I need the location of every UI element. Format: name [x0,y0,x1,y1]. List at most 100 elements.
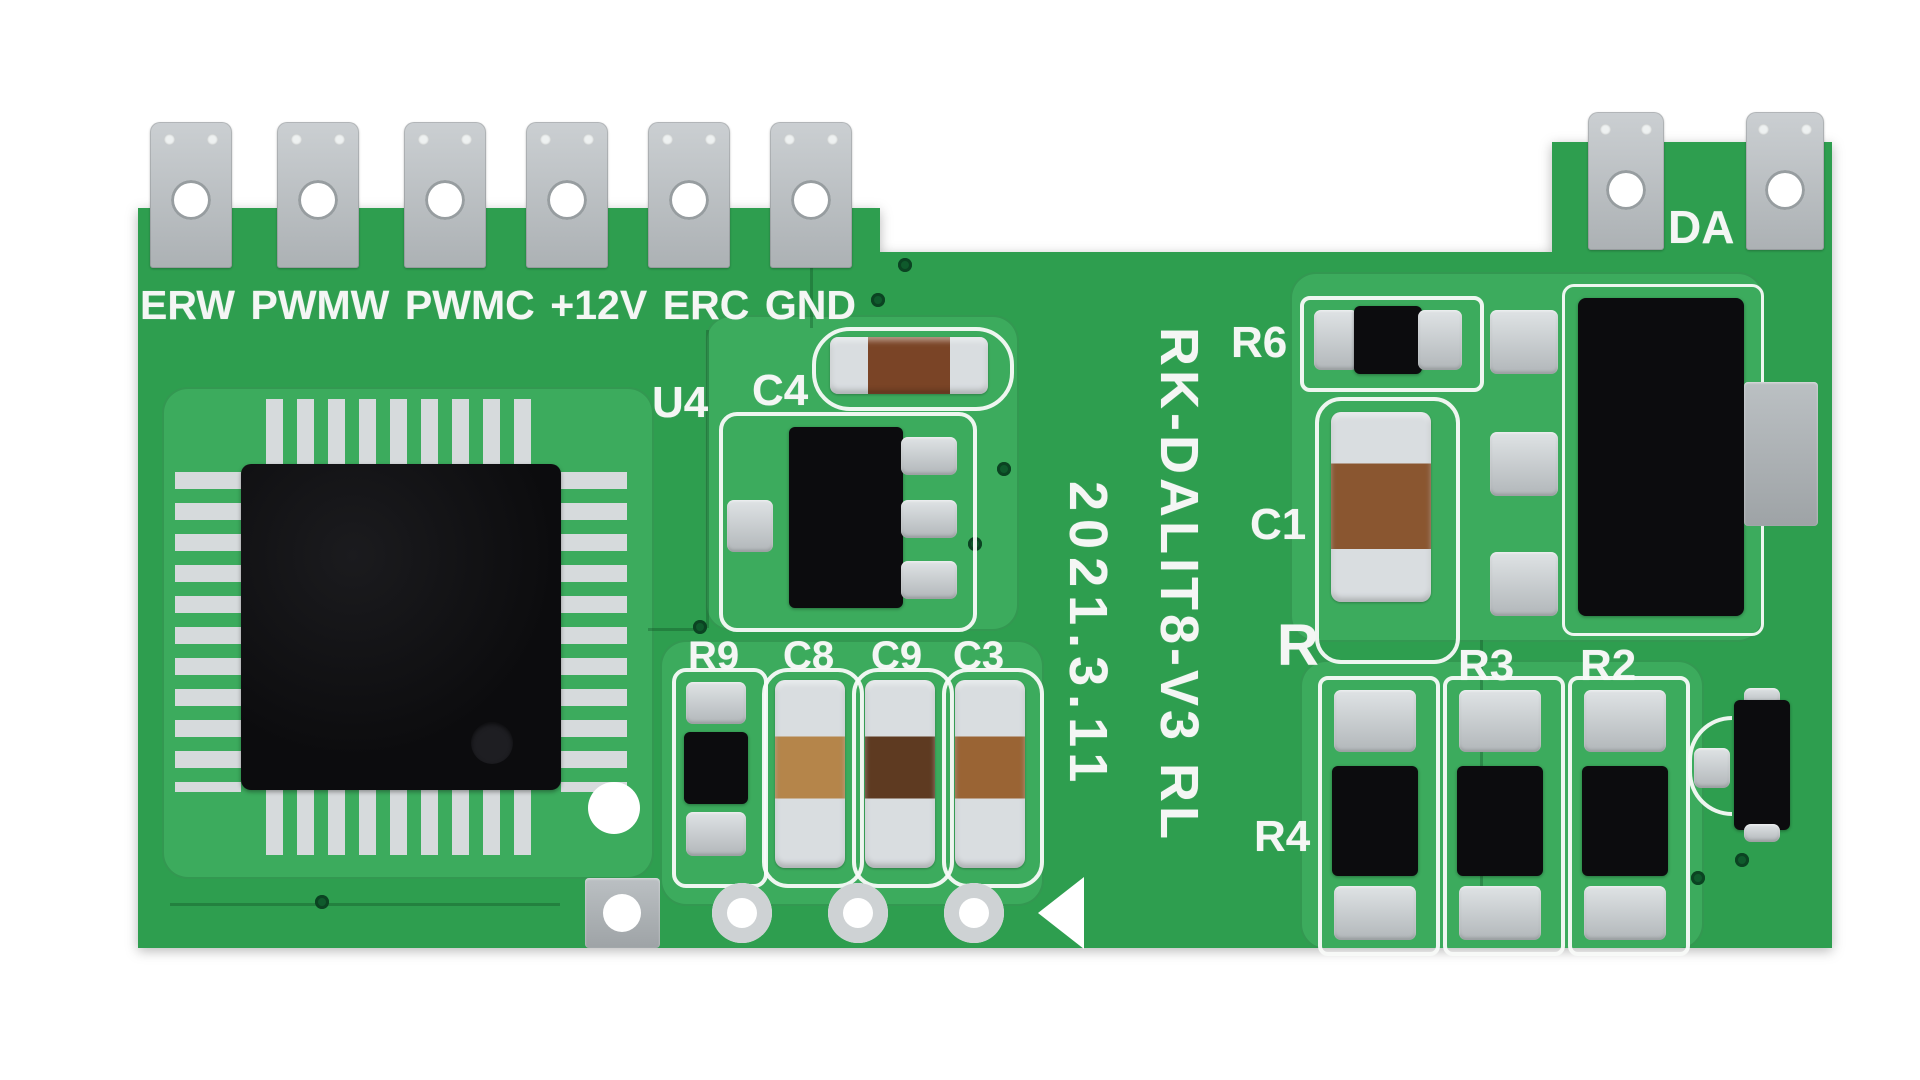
capacitor-c8 [775,680,845,868]
power-ic-pad-2 [1490,432,1558,496]
u4-pad-right-3 [901,561,957,599]
qfp-pin1-dot [471,722,513,764]
pad-hole-small [827,134,838,145]
refdes-r6: R6 [1231,318,1288,367]
plated-hole [712,883,772,943]
pad-hole-small [705,134,716,145]
u4-body [789,427,903,608]
refdes-c1: C1 [1250,500,1307,549]
silkscreen-outline-u4 [719,412,977,632]
small-component-body [1734,700,1790,830]
refdes-u4: U4 [652,378,709,427]
trace [810,268,813,328]
pad-hole-small [583,134,594,145]
silkscreen-date: 2021.3.11 [1058,481,1118,791]
trace [648,628,706,631]
qfp-pins-left [175,472,241,792]
mounting-hole [603,894,641,932]
fiducial-dot [588,782,640,834]
silkscreen-outline-c3 [942,668,1044,888]
r3-body [1457,766,1543,876]
silkscreen-outline-c9 [852,668,954,888]
pad-hole-small [784,134,795,145]
r9-pad-top [686,682,746,724]
trace [706,330,709,628]
qfp-ic-body [241,464,561,790]
connector-label-erw: ERW [140,282,235,328]
r6-pad-left [1314,310,1358,370]
silkscreen-outline-r3 [1443,676,1565,956]
silkscreen-outline-r4 [1318,676,1440,956]
silkscreen-outline-r9 [672,668,768,888]
via [997,462,1011,476]
pad-hole-large [1765,170,1805,210]
connector-pad-erc [648,122,730,268]
capacitor-c4 [830,337,988,394]
connector-pad-da-2 [1746,112,1824,250]
r9-body [684,732,748,804]
r3-pad-bottom [1459,886,1541,940]
silkscreen-outline-r2 [1568,676,1690,956]
pad-hole-small [207,134,218,145]
capacitor-c3 [955,680,1025,868]
power-ic-tab [1744,382,1818,526]
qfp-pins-top [266,399,538,465]
pad-hole-small [1600,124,1611,135]
qfp-pins-bottom [266,789,538,855]
r3-pad-top [1459,690,1541,752]
u4-pad-right-1 [901,437,957,475]
trace [170,903,560,906]
power-ic-pad-1 [1490,310,1558,374]
refdes-r2: R2 [1580,641,1637,690]
r6-pad-right [1418,310,1462,370]
plated-hole [828,883,888,943]
r4-body [1332,766,1418,876]
pad-hole-small [1801,124,1812,135]
pad-hole-large [547,180,587,220]
pad-hole-small [540,134,551,145]
capacitor-c9 [865,680,935,868]
connector-label-gnd: GND [764,282,856,328]
via [1735,853,1749,867]
pad-hole-small [164,134,175,145]
qfp-pins-right [561,472,627,792]
refdes-r4: R4 [1254,812,1311,861]
silkscreen-outline-r6 [1300,296,1484,392]
silkscreen-outline-c4 [812,327,1014,411]
small-component-pad-bottom [1744,824,1780,842]
silkscreen-outline-c8 [762,668,864,888]
u4-pad-right-2 [901,500,957,538]
connector-labels-row: ERW PWMW PWMC +12V ERC GND [140,282,856,329]
power-ic-pad-3 [1490,552,1558,616]
pad-hole-large [791,180,831,220]
r4-pad-bottom [1334,886,1416,940]
connector-pad-pwmw [277,122,359,268]
connector-pad-pwmc [404,122,486,268]
connector-pad-gnd [770,122,852,268]
connector-pad-erw [150,122,232,268]
pad-hole-large [1606,170,1646,210]
pad-hole-small [334,134,345,145]
connector-label-pwmc: PWMC [404,282,535,328]
silkscreen-model: RK-DALIT8-V3 RL [1149,327,1209,843]
r2-pad-bottom [1584,886,1666,940]
refdes-c4: C4 [752,366,809,415]
via [1691,871,1705,885]
plated-hole [944,883,1004,943]
pad-hole-small [1758,124,1769,135]
connector-pad-da-1 [1588,112,1664,250]
via [693,620,707,634]
pad-hole-small [461,134,472,145]
pad-hole-large [298,180,338,220]
silkscreen-outline-c1 [1315,397,1460,664]
pad-hole-small [1641,124,1652,135]
connector-label-pwmw: PWMW [250,282,390,328]
silkscreen-triangle-marker [1038,877,1084,949]
refdes-r3: R3 [1458,641,1515,690]
pad-hole-small [662,134,673,145]
via [315,895,329,909]
r9-pad-bottom [686,812,746,856]
pad-hole-small [291,134,302,145]
pad-hole-large [425,180,465,220]
